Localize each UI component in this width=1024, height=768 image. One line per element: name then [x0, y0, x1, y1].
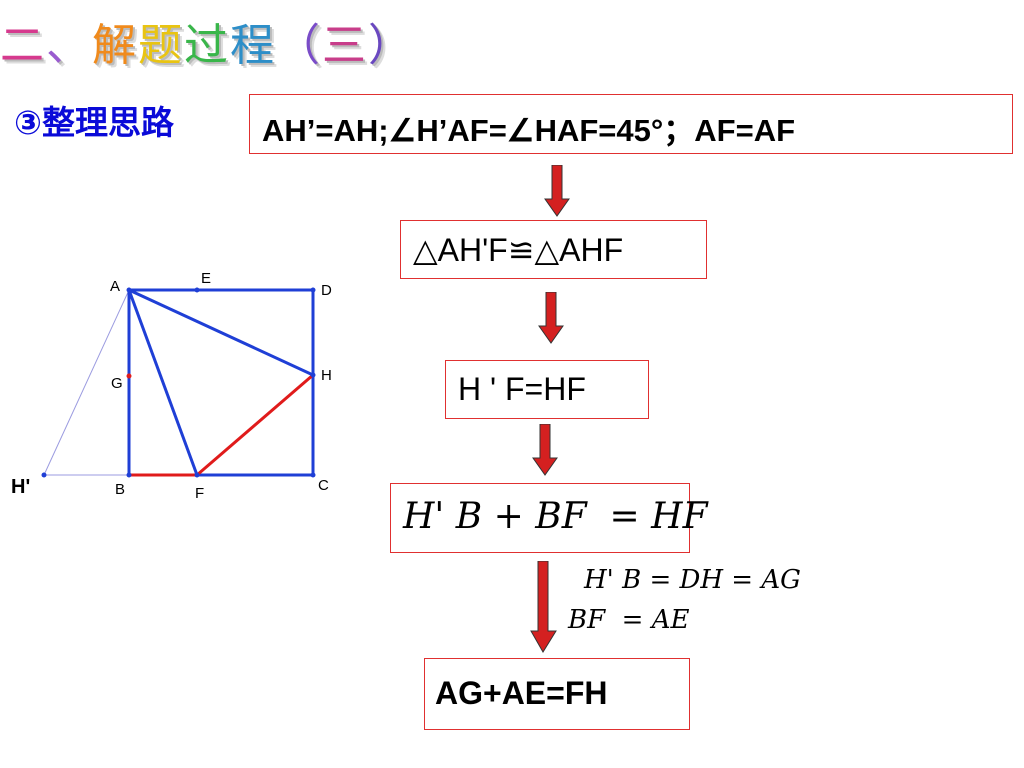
segment-hprime-a [43, 289, 130, 476]
title-char: 、 [46, 20, 92, 71]
segment-fh [196, 373, 314, 477]
label-f: F [195, 485, 204, 502]
label-h: H [321, 367, 332, 384]
label-hprime: H' [11, 476, 30, 498]
point-h [310, 372, 316, 378]
label-b: B [115, 481, 125, 498]
label-g: G [111, 375, 123, 392]
step2-text: △AH'F≌△AHF [413, 232, 624, 268]
point-d [310, 287, 316, 293]
title-char: 题 [138, 20, 184, 71]
title-char: ） [368, 20, 414, 71]
step3-box: H ' F=HF [445, 360, 649, 419]
label-c: C [318, 477, 329, 494]
title-char: 三 [322, 20, 368, 71]
step4-formula: H' B + BF = HF [403, 496, 708, 537]
slide-title: 二、解题过程（三） [0, 16, 414, 76]
step5-box: AG+AE=FH [424, 658, 690, 730]
point-c [310, 472, 316, 478]
section-heading: ③整理思路 [14, 103, 174, 142]
segment-af [127, 289, 199, 476]
step3-text: H ' F=HF [458, 371, 586, 407]
point-hprime [41, 472, 47, 478]
down-arrow-2 [538, 292, 564, 344]
point-b [126, 472, 132, 478]
geometry-figure: A E D G H C B F H' [11, 270, 332, 502]
step1-text: AH’=AH;∠H’AF=∠HAF=45°；AF=AF [262, 113, 796, 148]
title-char: 过 [184, 20, 230, 71]
note-bf-ae: BF = AE [568, 605, 690, 635]
label-d: D [321, 282, 332, 299]
title-char: 程 [230, 20, 276, 71]
point-a [126, 287, 132, 293]
step4-box: H' B + BF = HF [390, 483, 708, 553]
step5-text: AG+AE=FH [435, 675, 608, 711]
title-char: （ [276, 20, 322, 71]
segment-ah [128, 288, 314, 377]
down-arrow-1 [544, 165, 570, 217]
label-a: A [110, 278, 120, 295]
title-char: 二 [0, 20, 46, 71]
label-e: E [201, 270, 211, 287]
point-e [194, 287, 200, 293]
point-f [194, 472, 200, 478]
down-arrow-4 [530, 561, 557, 653]
step2-box: △AH'F≌△AHF [400, 220, 707, 279]
point-g [126, 373, 132, 379]
title-char: 解 [92, 20, 138, 71]
step1-box: AH’=AH;∠H’AF=∠HAF=45°；AF=AF [249, 94, 1013, 154]
note-equal-lengths: H' B = DH = AG [584, 565, 801, 595]
down-arrow-3 [532, 424, 558, 476]
